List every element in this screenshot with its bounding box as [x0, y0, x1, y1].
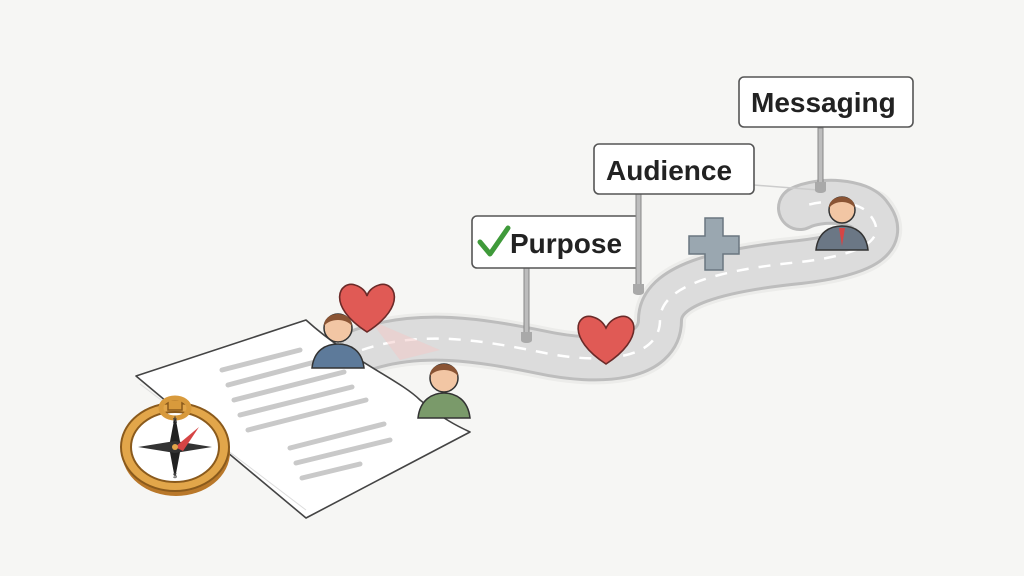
sign-label-audience: Audience: [606, 155, 732, 186]
sign-purpose: Purpose: [471, 215, 641, 343]
connector-line: [753, 184, 819, 191]
heart-icon: [338, 283, 396, 333]
person-icon: [417, 363, 471, 419]
check-icon: [477, 225, 511, 257]
plus-icon: [688, 217, 740, 271]
person-icon: [815, 196, 869, 251]
compass-north-mark: N: [172, 418, 177, 425]
sign-label-messaging: Messaging: [751, 87, 896, 118]
sign-messaging: Messaging: [738, 76, 914, 193]
winding-road: [339, 178, 899, 382]
sign-label-purpose: Purpose: [510, 228, 622, 259]
compass-icon: N S: [120, 395, 230, 496]
sign-audience: Audience: [593, 143, 755, 295]
compass-south-mark: S: [173, 473, 178, 480]
person-icon: [311, 313, 365, 369]
heart-icon: [577, 315, 635, 365]
heart-glow: [370, 320, 440, 360]
